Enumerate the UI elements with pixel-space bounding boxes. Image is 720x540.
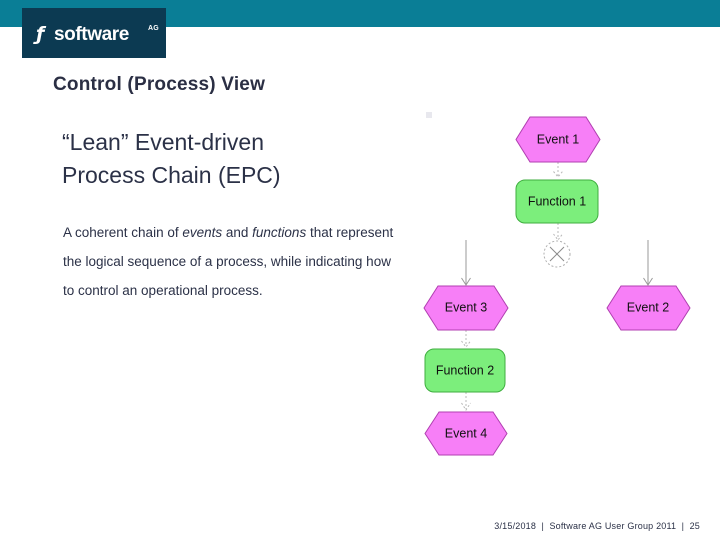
body-text-part-3: that represent the logical sequence of a… xyxy=(63,225,394,298)
slide-footer: 3/15/2018 | Software AG User Group 2011 … xyxy=(0,521,700,531)
node-event2-label: Event 2 xyxy=(627,300,669,314)
node-function1[interactable]: Function 1 xyxy=(515,179,599,224)
footer-separator-1: | xyxy=(536,521,550,531)
page-title: Control (Process) View xyxy=(53,74,266,95)
node-event3-label: Event 3 xyxy=(445,300,487,314)
connector-event1-function1 xyxy=(553,162,563,178)
footer-event-name: Software AG User Group 2011 xyxy=(549,521,677,531)
body-text-emphasis-functions: functions xyxy=(252,225,307,240)
scan-artifact xyxy=(426,112,432,118)
connector-function1-xor xyxy=(553,223,563,241)
slide-subheading-line-1: “Lean” Event-driven xyxy=(62,129,264,155)
node-function1-label: Function 1 xyxy=(528,194,586,208)
node-function2-label: Function 2 xyxy=(436,363,494,377)
body-text-emphasis-events: events xyxy=(182,225,223,240)
connector-function2-event4 xyxy=(461,392,471,411)
node-event3[interactable]: Event 3 xyxy=(423,285,509,331)
node-event4-label: Event 4 xyxy=(445,426,487,440)
footer-date: 3/15/2018 xyxy=(494,521,537,531)
software-ag-logo-mark: ƒ xyxy=(36,23,45,45)
body-text-part-2: and xyxy=(222,225,253,240)
footer-separator-2: | xyxy=(676,521,690,531)
node-xor-gate[interactable] xyxy=(543,240,571,268)
node-event1-label: Event 1 xyxy=(537,132,579,146)
node-event1[interactable]: Event 1 xyxy=(515,116,601,163)
connector-xor-event2 xyxy=(643,240,653,286)
body-text-part-1: A coherent chain of xyxy=(63,225,183,240)
node-event4[interactable]: Event 4 xyxy=(424,411,508,456)
software-ag-logo-superscript: AG xyxy=(148,25,159,32)
slide-subheading: “Lean” Event-driven Process Chain (EPC) xyxy=(62,126,392,192)
connector-xor-event3 xyxy=(461,240,471,286)
epc-diagram: Event 1 Function 1 Event 3 Event 2 Funct… xyxy=(400,100,720,480)
footer-page-number: 25 xyxy=(689,521,700,531)
slide-subheading-line-2: Process Chain (EPC) xyxy=(62,162,281,188)
software-ag-logo-wordmark: software xyxy=(54,24,129,45)
connector-event3-function2 xyxy=(461,330,471,348)
slide-body-text: A coherent chain of events and functions… xyxy=(63,218,403,305)
node-function2[interactable]: Function 2 xyxy=(424,348,506,393)
software-ag-logo: ƒ software AG xyxy=(22,8,166,58)
node-event2[interactable]: Event 2 xyxy=(606,285,691,331)
